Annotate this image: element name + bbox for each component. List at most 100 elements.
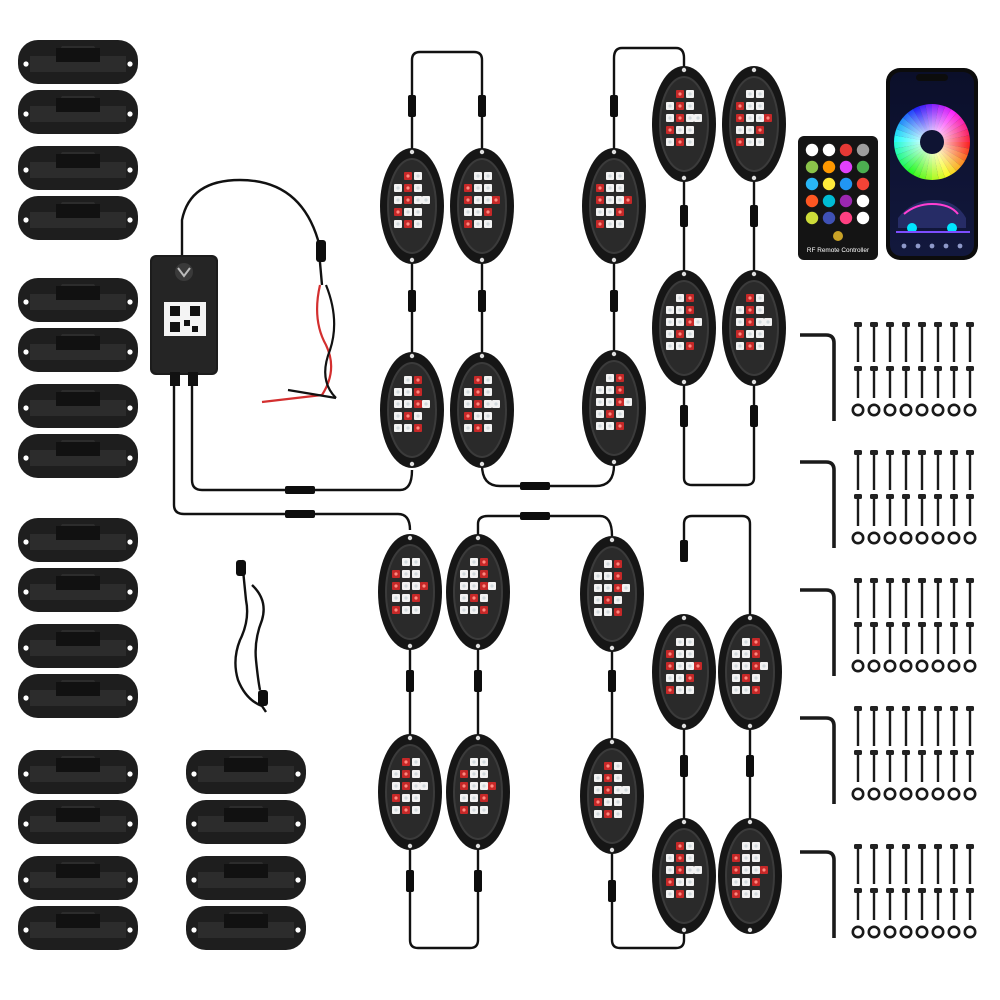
- screw-set: [851, 844, 977, 939]
- screw-sets: [851, 322, 977, 939]
- hex-key-icon: [800, 716, 836, 804]
- washer: [883, 925, 897, 939]
- mounting-bracket: [18, 906, 138, 950]
- washer: [867, 925, 881, 939]
- remote-button: [856, 211, 870, 225]
- rock-light-pod: [579, 737, 645, 855]
- mounting-bracket: [18, 856, 138, 900]
- color-wheel: [894, 104, 970, 180]
- rock-light-pod: [651, 65, 717, 183]
- remote-label: RF Remote Controller: [807, 247, 870, 254]
- remote-button: [822, 160, 836, 174]
- washer: [883, 659, 897, 673]
- smartphone-app: [886, 68, 978, 260]
- rock-light-pod: [379, 147, 445, 265]
- remote-button: [822, 143, 836, 157]
- rock-light-pod: [717, 817, 783, 935]
- mounting-bracket: [186, 856, 306, 900]
- washer: [947, 787, 961, 801]
- remote-button: [805, 211, 819, 225]
- remote-button: [839, 143, 853, 157]
- washer: [899, 531, 913, 545]
- washer: [851, 925, 865, 939]
- washer: [915, 659, 929, 673]
- mounting-bracket: [18, 518, 138, 562]
- mounting-bracket: [18, 384, 138, 428]
- washer: [947, 925, 961, 939]
- remote-button: [856, 143, 870, 157]
- wire-connectors: [236, 95, 758, 902]
- washer: [963, 403, 977, 417]
- rock-light-pod: [579, 535, 645, 653]
- washer: [899, 787, 913, 801]
- washer: [947, 659, 961, 673]
- rock-light-pods: [377, 65, 787, 935]
- screw-set: [851, 322, 977, 417]
- remote-button: [805, 160, 819, 174]
- rock-light-pod: [581, 147, 647, 265]
- remote-button: [856, 160, 870, 174]
- mounting-bracket: [186, 906, 306, 950]
- washer: [931, 531, 945, 545]
- mounting-brackets: [18, 40, 306, 950]
- screw-set: [851, 450, 977, 545]
- power-wires: [261, 284, 337, 404]
- remote-button: [822, 177, 836, 191]
- rock-light-pod: [377, 733, 443, 851]
- hex-key-icon: [800, 460, 836, 548]
- washer: [851, 403, 865, 417]
- washer: [915, 925, 929, 939]
- washer: [915, 531, 929, 545]
- app-nav-bar: [901, 243, 963, 249]
- rock-light-pod: [651, 613, 717, 731]
- mounting-bracket: [18, 750, 138, 794]
- washer: [963, 925, 977, 939]
- washer: [867, 403, 881, 417]
- remote-button: [805, 194, 819, 208]
- mounting-bracket: [18, 328, 138, 372]
- rock-light-pod: [445, 733, 511, 851]
- remote-button-grid: [805, 143, 870, 225]
- washer: [963, 659, 977, 673]
- mounting-bracket: [18, 196, 138, 240]
- washer: [851, 531, 865, 545]
- washer: [851, 659, 865, 673]
- washer: [931, 787, 945, 801]
- mounting-bracket: [18, 434, 138, 478]
- screw-set: [851, 578, 977, 673]
- mounting-bracket: [18, 624, 138, 668]
- washer: [947, 403, 961, 417]
- rock-light-pod: [377, 533, 443, 651]
- hex-key-icon: [800, 588, 836, 676]
- rock-light-pod: [445, 533, 511, 651]
- washer: [899, 925, 913, 939]
- washer: [883, 787, 897, 801]
- washer: [867, 787, 881, 801]
- mounting-bracket: [18, 278, 138, 322]
- washer: [915, 787, 929, 801]
- remote-button: [822, 194, 836, 208]
- rock-light-pod: [379, 351, 445, 469]
- rock-light-pod: [651, 817, 717, 935]
- washer: [947, 531, 961, 545]
- remote-button: [856, 194, 870, 208]
- washer: [931, 659, 945, 673]
- washer: [851, 787, 865, 801]
- washer: [883, 403, 897, 417]
- washer: [931, 403, 945, 417]
- washer: [915, 403, 929, 417]
- washer: [867, 531, 881, 545]
- mounting-bracket: [18, 90, 138, 134]
- mounting-bracket: [18, 146, 138, 190]
- washer: [931, 925, 945, 939]
- washer: [883, 531, 897, 545]
- mounting-bracket: [18, 674, 138, 718]
- remote-button: [839, 211, 853, 225]
- remote-button: [839, 160, 853, 174]
- washer: [899, 659, 913, 673]
- washer: [899, 403, 913, 417]
- rock-light-pod: [449, 147, 515, 265]
- remote-button: [856, 177, 870, 191]
- rf-remote-controller: RF Remote Controller: [798, 136, 878, 260]
